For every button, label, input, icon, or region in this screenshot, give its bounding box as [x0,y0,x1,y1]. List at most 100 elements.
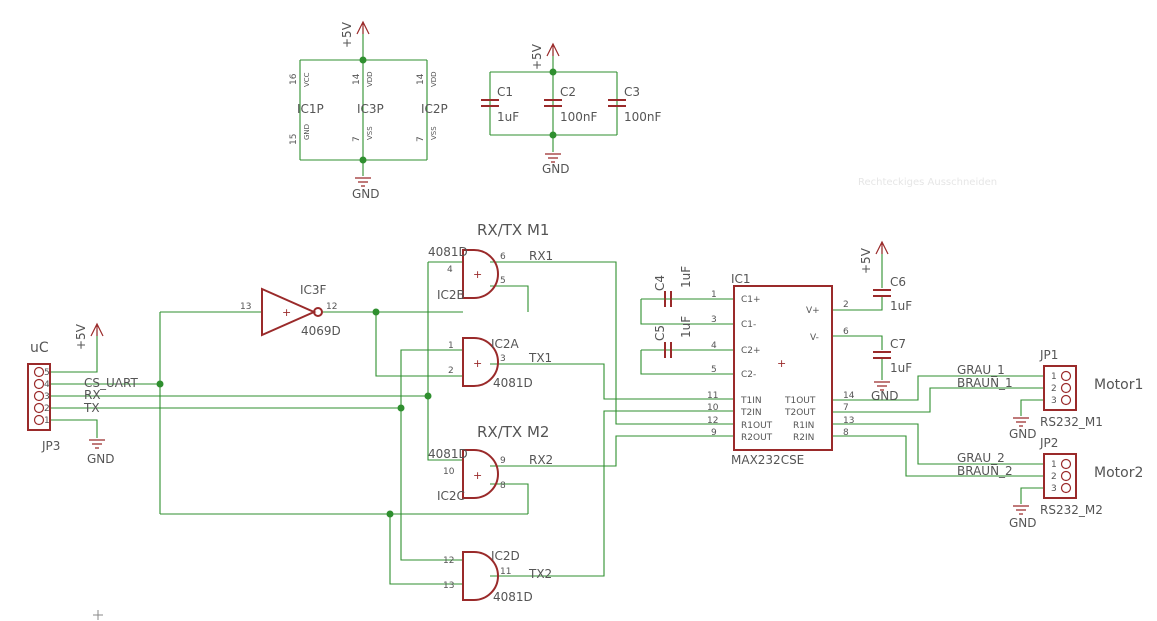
ic1-pin10-num: 10 [707,403,719,413]
svg-text:+: + [473,469,482,482]
c2-name: C2 [560,85,576,99]
ic2b-type: 4081D [428,245,468,259]
and-gate-ic2a: + 1 2 3 IC2A 4081D [448,337,533,390]
ic1-pin11-label: T1IN [740,396,762,406]
junctions [156,56,557,518]
net-rx2: RX2 [529,453,553,467]
ic2b-pin-out: 6 [500,252,506,262]
ic1p-pin-top: 16 [289,73,299,85]
p5v-label-ic-power: +5V [340,21,354,48]
svg-text:+: + [282,306,291,319]
ic1-pin9-num: 9 [711,428,717,438]
ic1-pin12-label: R1OUT [741,421,773,431]
connector-jp1: 1 2 3 JP1 RS232_M1 Motor1 [1039,348,1143,429]
ic1p-label-top: VCC [303,72,311,87]
power-symbols [89,20,1029,515]
ic2b-name: IC2B [437,288,465,302]
gnd-label-max232: GND [871,389,899,403]
net-grau-2: GRAU_2 [957,451,1005,465]
ic1-pin1-num: 1 [711,290,717,300]
c4-name: C4 [653,275,667,291]
capacitor-c6: C6 1uF [873,275,912,313]
c6-value: 1uF [890,299,912,313]
ic1-pin7-num: 7 [843,403,849,413]
ic2a-pin-b: 2 [448,366,454,376]
c2-value: 100nF [560,110,598,124]
capacitor-c4: C4 1uF [641,266,693,307]
ic1-pin8-label: R2IN [793,433,814,443]
ic1-name: IC1 [731,272,751,286]
and-gate-ic2b: + 4 6 5 4081D IC2B [428,245,506,302]
ic2p-label-top: VDD [430,71,438,87]
ic1-pin9-label: R2OUT [741,433,773,443]
ic2d-name: IC2D [491,549,520,563]
jp2-name: JP2 [1039,436,1058,450]
net-tx1: TX1 [528,351,552,365]
ic1-pin2-label: V+ [806,306,820,316]
jp3-pin-5: 5 [44,368,50,378]
ic-power-part-ic2p: 14 VDD IC2P 7 VSS [416,71,448,142]
jp1-pin-3: 3 [1051,396,1057,406]
c3-name: C3 [624,85,640,99]
net-rx: RX [84,388,101,402]
ic1-pin14-label: T1OUT [784,396,816,406]
c5-name: C5 [653,325,667,341]
jp3-name: JP3 [41,439,60,453]
c7-value: 1uF [890,361,912,375]
motor1-label: Motor1 [1094,377,1143,393]
net-cs-uart: CS_UART [84,376,138,390]
ic3f-pin-in: 13 [240,302,251,312]
ic2a-pin-a: 1 [448,341,454,351]
ic1-pin4-num: 4 [711,341,717,351]
jp1-name: JP1 [1039,348,1058,362]
ic3f-pin-out: 12 [326,302,337,312]
ic2c-pin-a: 10 [443,467,455,477]
ic1-pin3-label: C1- [741,320,756,330]
c3-value: 100nF [624,110,662,124]
ic2d-pin-b: 13 [443,581,454,591]
net-braun-2: BRAUN_2 [957,464,1013,478]
ic2c-type: 4081D [428,447,468,461]
capacitor-c7: C7 1uF [873,337,912,375]
ic2d-pin-out: 11 [500,567,511,577]
jp2-pin-3: 3 [1051,484,1057,494]
gnd-label-jp1: GND [1009,427,1037,441]
ic1p-pin-bot: 15 [289,134,299,145]
ic2c-name: IC2C [437,489,465,503]
ic2d-pin-a: 12 [443,556,454,566]
ic3p-label-top: VDD [366,71,374,87]
and-gate-ic2d: 12 13 11 IC2D 4081D [443,549,533,604]
ic2d-type: 4081D [493,590,533,604]
ic1-pin2-num: 2 [843,300,849,310]
ic2c-pin-out: 9 [500,456,506,466]
cursor-crosshair-icon [93,610,103,620]
ic-power-part-ic3p: 14 VDD IC3P 7 VSS [352,71,384,142]
capacitor-c5: C5 1uF [653,316,693,358]
gnd-label-ic-power: GND [352,187,380,201]
ic3p-pin-top: 14 [352,73,362,85]
svg-text:+: + [473,357,482,370]
ic2b-pin-b: 5 [500,276,506,286]
and-gate-ic2c: + 10 9 8 4081D IC2C [428,447,506,503]
ic1p-name: IC1P [297,102,324,116]
c7-name: C7 [890,337,906,351]
ic1-pin13-label: R1IN [793,421,814,431]
ic1-value: MAX232CSE [731,453,804,467]
uc-connector-jp3: 5 4 3 2 1 uC JP3 [27,340,60,453]
group-label-m2: RX/TX M2 [477,423,549,441]
p5v-label-uc: +5V [74,323,88,350]
gnd-label-jp2: GND [1009,516,1037,530]
ic1-pin11-num: 11 [707,391,718,401]
ic1-pin12-num: 12 [707,416,718,426]
net-rx1: RX1 [529,249,553,263]
jp2-pin-2: 2 [1051,472,1057,482]
ic3p-name: IC3P [357,102,384,116]
p5v-label-caps: +5V [530,43,544,70]
jp1-value: RS232_M1 [1040,415,1103,429]
ic1-pin6-label: V- [810,333,819,343]
jp3-pin-4: 4 [44,380,50,390]
connector-jp2: 1 2 3 JP2 RS232_M2 Motor2 [1039,436,1143,517]
c5-value: 1uF [679,316,693,338]
ic1-pin3-num: 3 [711,315,717,325]
